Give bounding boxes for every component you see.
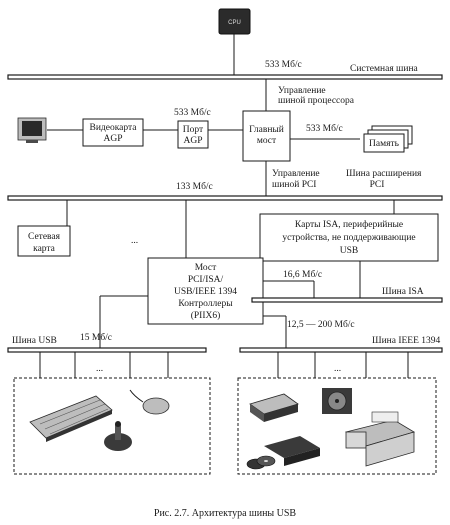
isa-bus-label: Шина ISA (382, 287, 424, 297)
cpu-bus-rate: 533 Мб/с (265, 59, 302, 70)
south-bridge-label-3: USB/IEEE 1394 (174, 287, 237, 297)
memory-rate: 533 Мб/с (306, 123, 343, 134)
figure-caption: Рис. 2.7. Архитектура шины USB (154, 508, 297, 519)
memory-label: Память (369, 139, 400, 149)
south-bridge-label-5: (PIIX6) (191, 310, 221, 321)
pci-ext-label-2: PCI (370, 180, 385, 190)
agp-rate: 533 Мб/с (174, 107, 211, 118)
system-bus-label: Системная шина (350, 64, 419, 74)
usb-rate: 15 Мб/с (80, 332, 112, 343)
memory-stack (363, 125, 413, 153)
isa-rate: 16,6 Мб/с (283, 269, 322, 280)
ellipsis-pci: ... (131, 236, 138, 246)
south-bridge-label-1: Мост (195, 263, 217, 273)
south-bridge-label-2: PCI/ISA/ (188, 275, 224, 285)
south-bridge-box (147, 257, 264, 325)
main-bridge-label-1: Главный (249, 124, 284, 135)
main-bridge-label-2: мост (257, 136, 277, 146)
scanner-icon (264, 436, 320, 466)
isa-cards-label-1: Карты ISA, периферийные (295, 219, 403, 230)
system-bus (7, 74, 443, 80)
network-label-2: карта (33, 244, 56, 254)
isa-cards-box (259, 213, 439, 262)
videocard-label-2: AGP (103, 134, 122, 144)
cpu-chip: CPU (218, 8, 251, 35)
usb-devices-group (13, 377, 211, 475)
mouse-icon (129, 389, 170, 415)
ieee-devices-group (237, 377, 437, 475)
agp-port-label-2: AGP (183, 136, 202, 146)
ieee-drop-lines (277, 352, 409, 378)
disc-icons (246, 455, 276, 470)
cpu-control-label-1: Управление (278, 86, 326, 96)
pci-ext-label-1: Шина расширения (346, 169, 422, 179)
pci-bus (7, 195, 443, 201)
isa-cards-label-2: устройства, не поддерживающие (282, 232, 415, 243)
cpu-label: CPU (228, 20, 241, 26)
agp-port-box (177, 120, 209, 149)
cpu-control-label-2: шиной процессора (278, 95, 355, 106)
pci-control-label-2: шиной PCI (272, 179, 316, 190)
agp-port-label-1: Порт (183, 125, 204, 135)
isa-cards-label-3: USB (340, 246, 358, 256)
network-label-1: Сетевая (28, 232, 61, 242)
ellipsis-ieee: ... (334, 364, 341, 374)
ieee-bus-label: Шина IEEE 1394 (372, 336, 441, 346)
joystick-icon (104, 421, 132, 451)
videocard-label-1: Видеокарта (89, 123, 137, 133)
usb-bus-label: Шина USB (12, 336, 57, 346)
external-drive-icon (249, 393, 299, 422)
videocard-box (82, 118, 144, 147)
hard-disk-icon (322, 388, 352, 414)
south-bridge-label-4: Контроллеры (178, 299, 233, 309)
isa-bus (251, 297, 443, 303)
monitor-icon (17, 117, 47, 143)
ieee-bus (239, 347, 443, 353)
usb-drop-lines (39, 352, 169, 378)
pci-rate: 133 Мб/с (176, 181, 213, 192)
pci-control-label-1: Управление (272, 169, 320, 179)
network-card-box (17, 225, 71, 257)
keyboard-icon (29, 395, 113, 442)
ellipsis-usb: ... (96, 364, 103, 374)
usb-bus (7, 347, 207, 353)
printer-icon (345, 411, 415, 467)
ieee-rate: 12,5 — 200 Мб/с (287, 319, 355, 330)
